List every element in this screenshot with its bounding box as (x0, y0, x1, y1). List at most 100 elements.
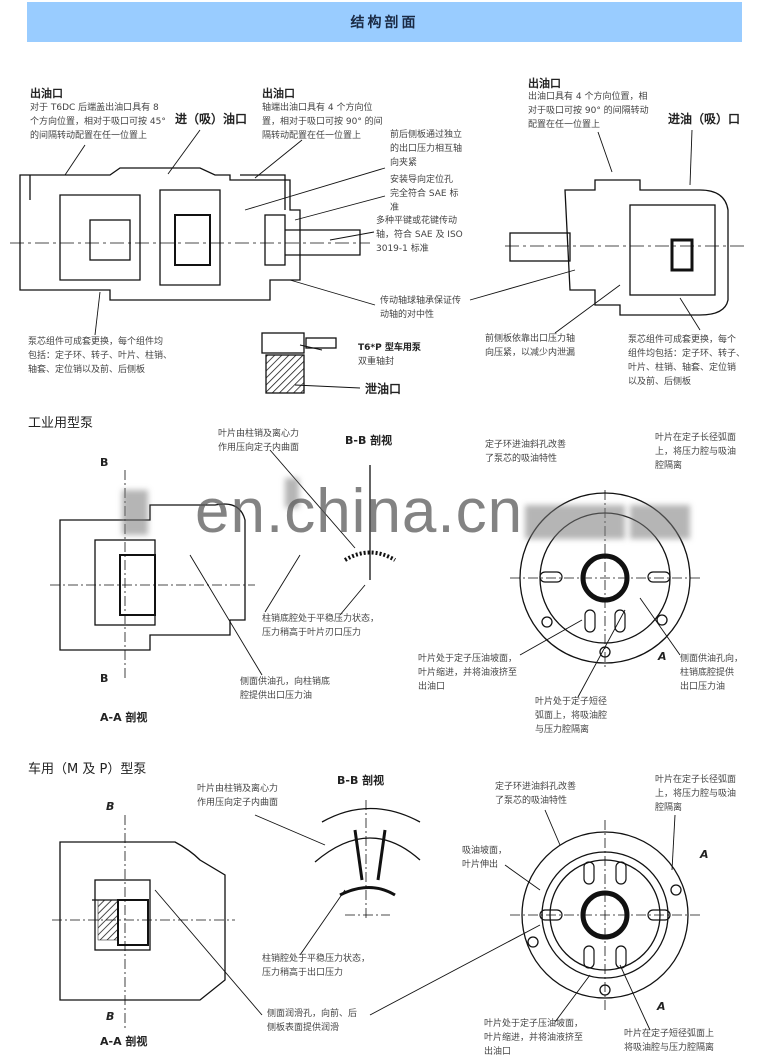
mobile-lube-note: 侧面润滑孔，向前、后 侧板表面提供润滑 (267, 1007, 357, 1035)
inlet-label: 进（吸）油口 (175, 112, 248, 126)
text-line: 压力稍高于叶片刃口压力 (262, 628, 362, 638)
seal-note: T6*P 型车用泵 双重轴封 (358, 341, 421, 369)
mid-outlet-desc: 轴端出油口具有 4 个方向位 置，相对于吸口可按 90° 的间 隔转动配置在任一… (262, 101, 383, 143)
mobile-long-arc-note: 叶片在定子长径弧面 上，将压力腔与吸油 腔隔离 (655, 773, 736, 815)
text-line: 向压紧，以减少内泄漏 (485, 348, 576, 358)
text-line: 上，将压力腔与吸油 (655, 447, 737, 457)
bearing-note: 传动轴球轴承保证传 动轴的对中性 (380, 294, 461, 322)
text-line: 对于吸口可按 90° 的间隔转动 (528, 106, 649, 116)
text-line: 与压力腔隔离 (535, 725, 590, 735)
text-line: 将吸油腔与压力腔隔离 (624, 1043, 715, 1053)
drain-label: 泄油口 (365, 382, 402, 396)
text-line: 侧面供油孔，向柱销底 (240, 677, 331, 687)
industrial-heading: 工业用型泵 (28, 416, 94, 431)
text-line: 前后侧板通过独立 (390, 130, 463, 140)
text-line: 对于 T6DC 后端盖出油口具有 8 (30, 103, 159, 113)
industrial-section-b-top: B (100, 456, 109, 469)
text-line: 出油口 (484, 1047, 512, 1057)
text-line: 以及前、后侧板 (628, 377, 692, 387)
right-outlet-desc: 出油口具有 4 个方向位置，相 对于吸口可按 90° 的间隔转动 配置在任一位置… (528, 90, 649, 132)
left-outlet-title: 出油口 (30, 87, 63, 100)
mobile-section-b-top: B (106, 800, 115, 813)
right-inlet-label: 进油（吸）口 (668, 112, 741, 126)
text-line: 准 (390, 203, 400, 213)
text-line: 轴，符合 SAE 及 ISO (376, 230, 463, 240)
pilot-hole-note: 安装导向定位孔 完全符合 SAE 标 准 (390, 173, 458, 215)
text-line: 包括：定子环、转子、叶片、柱销、 (28, 351, 173, 361)
industrial-pin-cavity-note: 柱销底腔处于平稳压力状态， 压力稍高于叶片刃口压力 (262, 612, 379, 640)
front-plate-note: 前侧板依靠出口压力轴 向压紧，以减少内泄漏 (485, 332, 575, 360)
mobile-ring-note: 定子环进油斜孔改善 了泵芯的吸油特性 (495, 780, 576, 808)
title-banner: 结构剖面 (27, 2, 742, 42)
text-line: 3019-1 标准 (376, 244, 429, 254)
text-line: 出口压力油 (680, 682, 726, 692)
text-line: 出油口 (418, 682, 446, 692)
text-line: T6*P 型车用泵 (358, 343, 421, 353)
text-line: 前侧板依靠出口压力轴 (485, 334, 576, 344)
watermark-blur (630, 505, 690, 539)
text-line: 侧面供油孔向， (680, 654, 744, 664)
right-outlet-title: 出油口 (528, 77, 561, 90)
text-line: 叶片由柱销及离心力 (197, 784, 279, 794)
text-line: 了泵芯的吸油特性 (485, 454, 558, 464)
cartridge-note-right: 泵芯组件可成套更换，每个 组件均包括：定子环、转子、 叶片、柱销、轴套、定位销 … (628, 333, 745, 389)
text-line: 叶片处于定子压油坡面， (418, 654, 518, 664)
industrial-side-feed-right-note: 侧面供油孔向， 柱销底腔提供 出口压力油 (680, 652, 743, 694)
mobile-rotor-view (510, 820, 700, 1010)
industrial-short-arc-note: 叶片处于定子短径 弧面上，将吸油腔 与压力腔隔离 (535, 695, 607, 737)
mobile-bb-arc (314, 800, 421, 920)
text-line: 配置在任一位置上 (528, 120, 601, 130)
pump-section-left (10, 167, 370, 301)
text-line: 个方向位置，相对于吸口可按 45° (30, 117, 166, 127)
text-line: 腔隔离 (655, 803, 683, 813)
industrial-aa-section (50, 470, 255, 680)
text-line: 压力稍高于出口压力 (262, 968, 344, 978)
industrial-press-ramp-note: 叶片处于定子压油坡面， 叶片缩进，并将油液挤至 出油口 (418, 652, 517, 694)
text-line: 定子环进油斜孔改善 (495, 782, 577, 792)
text-line: 叶片在定子短径弧面上 (624, 1029, 715, 1039)
text-line: 叶片缩进，并将油液挤至 (484, 1033, 584, 1043)
watermark: en.china.cn (195, 477, 524, 546)
mobile-section-b-bottom: B (106, 1010, 115, 1023)
text-line: 叶片由柱销及离心力 (218, 429, 300, 439)
text-line: 轴端出油口具有 4 个方向位 (262, 103, 373, 113)
shaft-seal-detail (261, 332, 337, 394)
text-line: 的间隔转动配置在任一位置上 (30, 131, 148, 141)
text-line: 叶片伸出 (462, 860, 499, 870)
leader-lines-mobile (154, 809, 676, 1031)
mobile-heading: 车用（M 及 P）型泵 (28, 762, 147, 777)
text-line: 组件均包括：定子环、转子、 (628, 349, 746, 359)
text-line: 柱销腔处于平稳压力状态， (262, 954, 371, 964)
mid-outlet-title: 出油口 (262, 87, 295, 100)
mobile-vane-note: 叶片由柱销及离心力 作用压向定子内曲面 (197, 782, 278, 810)
text-line: 弧面上，将吸油腔 (535, 711, 608, 721)
watermark-blur (285, 478, 299, 508)
text-line: 了泵芯的吸油特性 (495, 796, 568, 806)
industrial-bb-view: B-B 剖视 (345, 434, 393, 447)
text-line: 叶片处于定子压油坡面， (484, 1019, 584, 1029)
text-line: 向夹紧 (390, 158, 418, 168)
mobile-pin-cavity-note: 柱销腔处于平稳压力状态， 压力稍高于出口压力 (262, 952, 370, 980)
text-line: 上，将压力腔与吸油 (655, 789, 737, 799)
mobile-press-ramp-note: 叶片处于定子压油坡面， 叶片缩进，并将油液挤至 出油口 (484, 1017, 583, 1059)
text-line: 动轴的对中性 (380, 310, 435, 320)
text-line: 双重轴封 (358, 357, 395, 367)
mobile-aa-view: A-A 剖视 (100, 1035, 148, 1048)
text-line: 多种平键或花键传动 (376, 216, 458, 226)
industrial-side-feed-note: 侧面供油孔，向柱销底 腔提供出口压力油 (240, 675, 330, 703)
page-title: 结构剖面 (350, 15, 419, 31)
cartridge-note-left: 泵芯组件可成套更换，每个组件均 包括：定子环、转子、叶片、柱销、 轴套、定位销以… (28, 335, 172, 377)
text-line: 侧板表面提供润滑 (267, 1023, 340, 1033)
watermark-blur (122, 490, 148, 535)
text-line: 叶片在定子长径弧面 (655, 775, 737, 785)
mobile-short-arc-note: 叶片在定子短径弧面上 将吸油腔与压力腔隔离 (624, 1027, 714, 1055)
mobile-section-a-bottom: A (657, 1000, 666, 1013)
mobile-bb-view: B-B 剖视 (337, 774, 385, 787)
industrial-aa-view: A-A 剖视 (100, 711, 148, 724)
text-line: 泵芯组件可成套更换，每个 (628, 335, 737, 345)
text-line: 置，相对于吸口可按 90° 的间 (262, 117, 383, 127)
text-line: 柱销底腔处于平稳压力状态， (262, 614, 380, 624)
text-line: 的出口压力相互轴 (390, 144, 463, 154)
mobile-section-a-top: A (700, 848, 709, 861)
